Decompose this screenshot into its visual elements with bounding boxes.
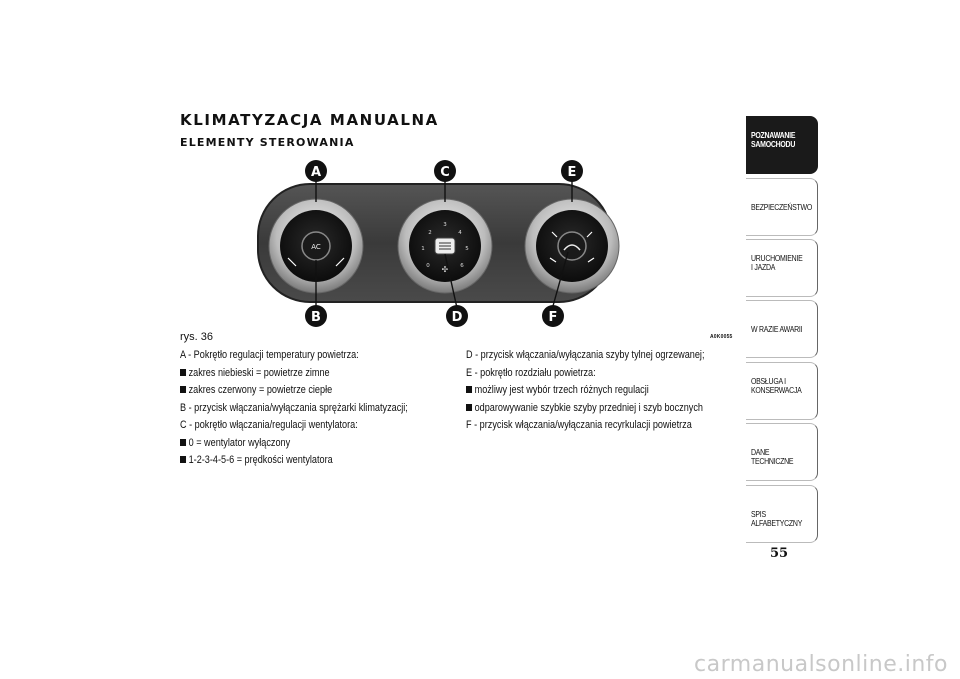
item-text: C - pokrętło włączania/regulacji wentyla… — [180, 419, 358, 431]
knob-c-fan: 0 1 2 3 4 5 6 ✣ — [397, 198, 493, 294]
fan-scale-6: 6 — [460, 263, 464, 269]
description-item: B - przycisk włączania/wyłączania spręża… — [180, 400, 412, 418]
recirculation-icon — [563, 244, 581, 251]
tab-bezpiecze-stwo[interactable]: BEZPIECZEŃSTWO — [746, 178, 818, 236]
description-item: E - pokrętło rozdziału powietrza: — [466, 365, 698, 383]
item-text: F - przycisk włączania/wyłączania recyrk… — [466, 419, 692, 431]
marker-d: D — [452, 310, 463, 325]
checkbox-bullet-icon — [180, 456, 187, 463]
item-text: D - przycisk włączania/wyłączania szyby … — [466, 349, 705, 361]
item-text: możliwy jest wybór trzech różnych regula… — [474, 384, 649, 396]
item-text: 0 = wentylator wyłączony — [188, 436, 291, 449]
tab-label: BEZPIECZEŃSTWO — [751, 203, 813, 212]
tab-poznawanie-samochodu[interactable]: POZNAWANIE SAMOCHODU — [746, 116, 818, 174]
tab-dane-techniczne[interactable]: DANE TECHNICZNE — [746, 423, 818, 481]
tab-uruchomienie-i-jazda[interactable]: URUCHOMIENIE I JAZDA — [746, 239, 818, 297]
item-text: odparowywanie szybkie szyby przedniej i … — [474, 401, 703, 414]
bullet-item: zakres czerwony = powietrze ciepłe — [180, 382, 412, 400]
checkbox-bullet-icon — [180, 368, 187, 376]
marker-b: B — [311, 310, 321, 325]
tab-label: SPIS ALFABETYCZNY — [751, 510, 803, 528]
figure-code: A0K0055 — [710, 334, 733, 340]
description-item: D - przycisk włączania/wyłączania szyby … — [466, 347, 704, 365]
item-text: A - Pokrętło regulacji temperatury powie… — [180, 349, 359, 361]
right-column: D - przycisk włączania/wyłączania szyby … — [466, 347, 736, 435]
marker-a: A — [311, 165, 321, 180]
checkbox-bullet-icon — [466, 386, 473, 393]
bullet-item: 1-2-3-4-5-6 = prędkości wentylatora — [180, 452, 412, 470]
description-item: F - przycisk włączania/wyłączania recyrk… — [466, 417, 698, 435]
marker-e: E — [568, 165, 577, 180]
item-text: zakres niebieski = powietrze zimne — [188, 366, 330, 379]
fan-scale-5: 5 — [465, 246, 469, 252]
bullet-item: zakres niebieski = powietrze zimne — [180, 365, 412, 383]
fan-scale-3: 3 — [443, 222, 447, 228]
ac-button-label: AC — [311, 243, 321, 251]
description-item: A - Pokrętło regulacji temperatury powie… — [180, 347, 412, 365]
fan-scale-4: 4 — [458, 230, 462, 236]
left-column: A - Pokrętło regulacji temperatury powie… — [180, 347, 450, 470]
knob-a-temperature: AC — [268, 198, 364, 294]
checkbox-bullet-icon — [466, 403, 473, 411]
tab-label: W RAZIE AWARII — [751, 325, 803, 334]
watermark: carmanualsonline.info — [694, 652, 948, 677]
item-text: 1-2-3-4-5-6 = prędkości wentylatora — [188, 454, 333, 466]
item-text: B - przycisk włączania/wyłączania spręża… — [180, 401, 408, 414]
fan-scale-1: 1 — [421, 246, 425, 252]
description-item: C - pokrętło włączania/regulacji wentyla… — [180, 417, 412, 435]
tab-label: OBSŁUGA I KONSERWACJA — [751, 377, 802, 395]
checkbox-bullet-icon — [180, 438, 187, 446]
bullet-item: możliwy jest wybór trzech różnych regula… — [466, 382, 698, 400]
figure-label: rys. 36 — [180, 331, 214, 343]
page-number: 55 — [770, 546, 789, 561]
tab-w-razie-awarii[interactable]: W RAZIE AWARII — [746, 300, 818, 358]
tab-label: POZNAWANIE SAMOCHODU — [751, 131, 796, 149]
item-text: E - pokrętło rozdziału powietrza: — [466, 366, 596, 379]
marker-c: C — [440, 165, 450, 180]
bullet-item: odparowywanie szybkie szyby przedniej i … — [466, 400, 703, 418]
section-title: KLIMATYZACJA MANUALNA — [180, 111, 439, 129]
climate-control-figure: AC 0 1 2 3 4 5 6 ✣ — [257, 160, 620, 327]
fan-icon: ✣ — [442, 265, 449, 274]
item-text: zakres czerwony = powietrze ciepłe — [188, 384, 333, 396]
tab-label: DANE TECHNICZNE — [751, 448, 794, 466]
section-subtitle: ELEMENTY STEROWANIA — [180, 136, 355, 149]
tab-obs-uga-i-konserwacja[interactable]: OBSŁUGA I KONSERWACJA — [746, 362, 818, 420]
bullet-item: 0 = wentylator wyłączony — [180, 435, 412, 453]
tab-spis-alfabetyczny[interactable]: SPIS ALFABETYCZNY — [746, 485, 818, 543]
fan-scale-0: 0 — [426, 263, 430, 269]
knob-e-distribution — [524, 198, 620, 294]
marker-f: F — [549, 310, 558, 325]
fan-scale-2: 2 — [428, 230, 432, 236]
checkbox-bullet-icon — [180, 386, 187, 393]
tab-label: URUCHOMIENIE I JAZDA — [751, 254, 803, 272]
